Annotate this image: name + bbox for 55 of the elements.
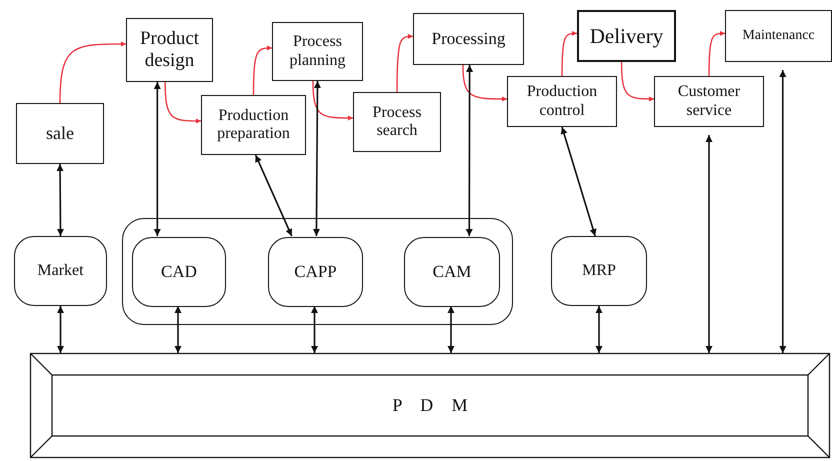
node-label: Production preparation [216, 106, 291, 144]
rounded-box [132, 237, 226, 307]
node-label: Delivery [588, 24, 664, 48]
node-label: CAM [432, 262, 472, 282]
rounded-box [14, 236, 107, 306]
curved-arrow [462, 64, 507, 102]
process-box [126, 18, 213, 82]
node-label: CAPP [293, 262, 338, 282]
node-label: Market [36, 262, 85, 280]
rounded-box [404, 237, 500, 307]
curved-arrow [620, 62, 654, 102]
process-box [272, 22, 363, 81]
group-frame [122, 218, 513, 325]
rounded-box [551, 236, 647, 306]
node-label: sale [45, 123, 75, 144]
double-arrow [448, 306, 454, 353]
node-label: Product design [138, 28, 200, 72]
node-label: Process planning [288, 33, 346, 70]
node-label: Maintenancc [741, 28, 816, 44]
rounded-box [268, 237, 363, 307]
process-box [507, 76, 617, 127]
double-arrow [311, 306, 318, 353]
node-label: CAD [160, 262, 198, 282]
double-arrow [706, 135, 712, 353]
process-box [413, 13, 524, 65]
process-box [654, 76, 764, 127]
double-arrow [254, 154, 292, 236]
curved-arrow [59, 42, 126, 104]
double-arrow [466, 65, 474, 236]
node-label: MRP [581, 262, 617, 280]
curved-arrow [312, 80, 353, 120]
double-arrow [312, 81, 321, 236]
curved-arrow [396, 34, 413, 92]
double-arrow [56, 164, 64, 236]
node-label: Customer service [676, 83, 742, 120]
bevel-frame-box [30, 353, 830, 458]
node-label: Process search [372, 104, 422, 140]
node-label: P D M [392, 395, 468, 416]
double-arrow [57, 306, 64, 353]
process-box [201, 95, 306, 155]
double-arrow [596, 306, 602, 353]
double-arrow [560, 126, 596, 236]
node-label: Production control [526, 83, 598, 120]
double-arrow [154, 82, 161, 236]
process-box [577, 10, 676, 62]
double-arrow [779, 70, 786, 353]
curved-arrow [561, 30, 577, 76]
process-box [16, 103, 104, 164]
curved-arrow [164, 82, 201, 124]
double-arrow [174, 306, 182, 353]
curved-arrow [252, 46, 272, 95]
process-box [725, 10, 832, 62]
node-label: Processing [430, 29, 506, 49]
curved-arrow [708, 30, 725, 76]
process-box [353, 92, 441, 152]
